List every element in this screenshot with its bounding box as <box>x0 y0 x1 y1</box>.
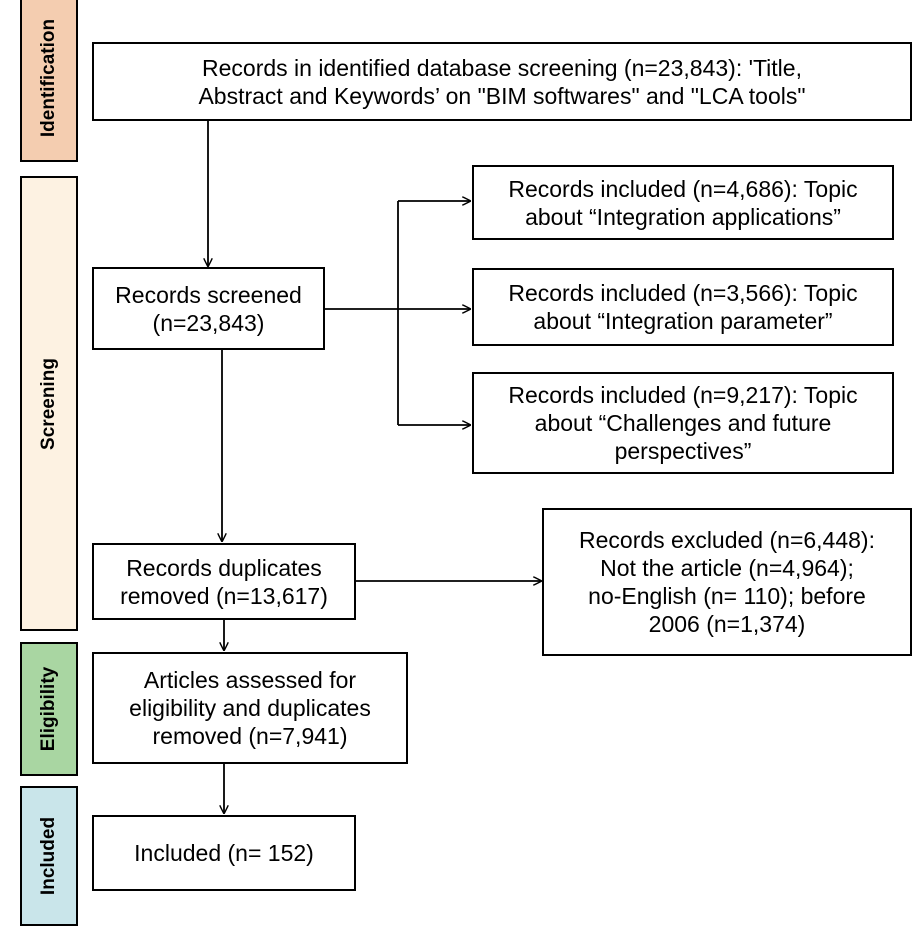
screened-line-1: Records screened <box>115 281 302 308</box>
duplicates-line-1: Records duplicates <box>126 554 322 581</box>
duplicates-line-2: removed (n=13,617) <box>120 582 328 609</box>
box-duplicates-removed: Records duplicates removed (n=13,617) <box>92 543 356 620</box>
phase-identification: Identification <box>20 0 78 162</box>
eligibility-line-2: eligibility and duplicates <box>129 695 371 721</box>
phase-screening: Screening <box>20 176 78 631</box>
box-eligibility-assessed: Articles assessed for eligibility and du… <box>92 652 408 764</box>
topic-challenges-line-2: about “Challenges and future <box>534 410 832 436</box>
eligibility-line-1: Articles assessed for <box>143 667 357 693</box>
box-topic-challenges: Records included (n=9,217): Topic about … <box>472 372 894 474</box>
screened-line-2: (n=23,843) <box>152 309 265 336</box>
box-records-excluded: Records excluded (n=6,448): Not the arti… <box>542 508 912 656</box>
box-topic-parameter: Records included (n=3,566): Topic about … <box>472 268 894 346</box>
excluded-line-3: no-English (n= 110); before <box>588 583 866 609</box>
phase-eligibility: Eligibility <box>20 642 78 776</box>
topic-parameter-line-2: about “Integration parameter” <box>533 308 833 334</box>
identified-line-1: Records in identified database screening… <box>202 54 802 81</box>
box-topic-applications: Records included (n=4,686): Topic about … <box>472 165 894 240</box>
topic-challenges-line-3: perspectives” <box>614 438 752 464</box>
topic-applications-line-2: about “Integration applications” <box>525 203 841 230</box>
eligibility-line-3: removed (n=7,941) <box>152 723 348 749</box>
excluded-line-2: Not the article (n=4,964); <box>600 555 854 581</box>
box-records-screened: Records screened (n=23,843) <box>92 267 325 350</box>
box-identified-records: Records in identified database screening… <box>92 42 912 121</box>
topic-challenges-line-1: Records included (n=9,217): Topic <box>508 382 858 408</box>
topic-parameter-line-1: Records included (n=3,566): Topic <box>508 280 858 306</box>
excluded-line-1: Records excluded (n=6,448): <box>579 527 875 553</box>
identified-line-2: Abstract and Keywords’ on "BIM softwares… <box>198 82 806 109</box>
box-included: Included (n= 152) <box>92 815 356 891</box>
topic-applications-line-1: Records included (n=4,686): Topic <box>508 175 858 202</box>
included-line-1: Included (n= 152) <box>134 840 314 866</box>
excluded-line-4: 2006 (n=1,374) <box>648 611 806 637</box>
